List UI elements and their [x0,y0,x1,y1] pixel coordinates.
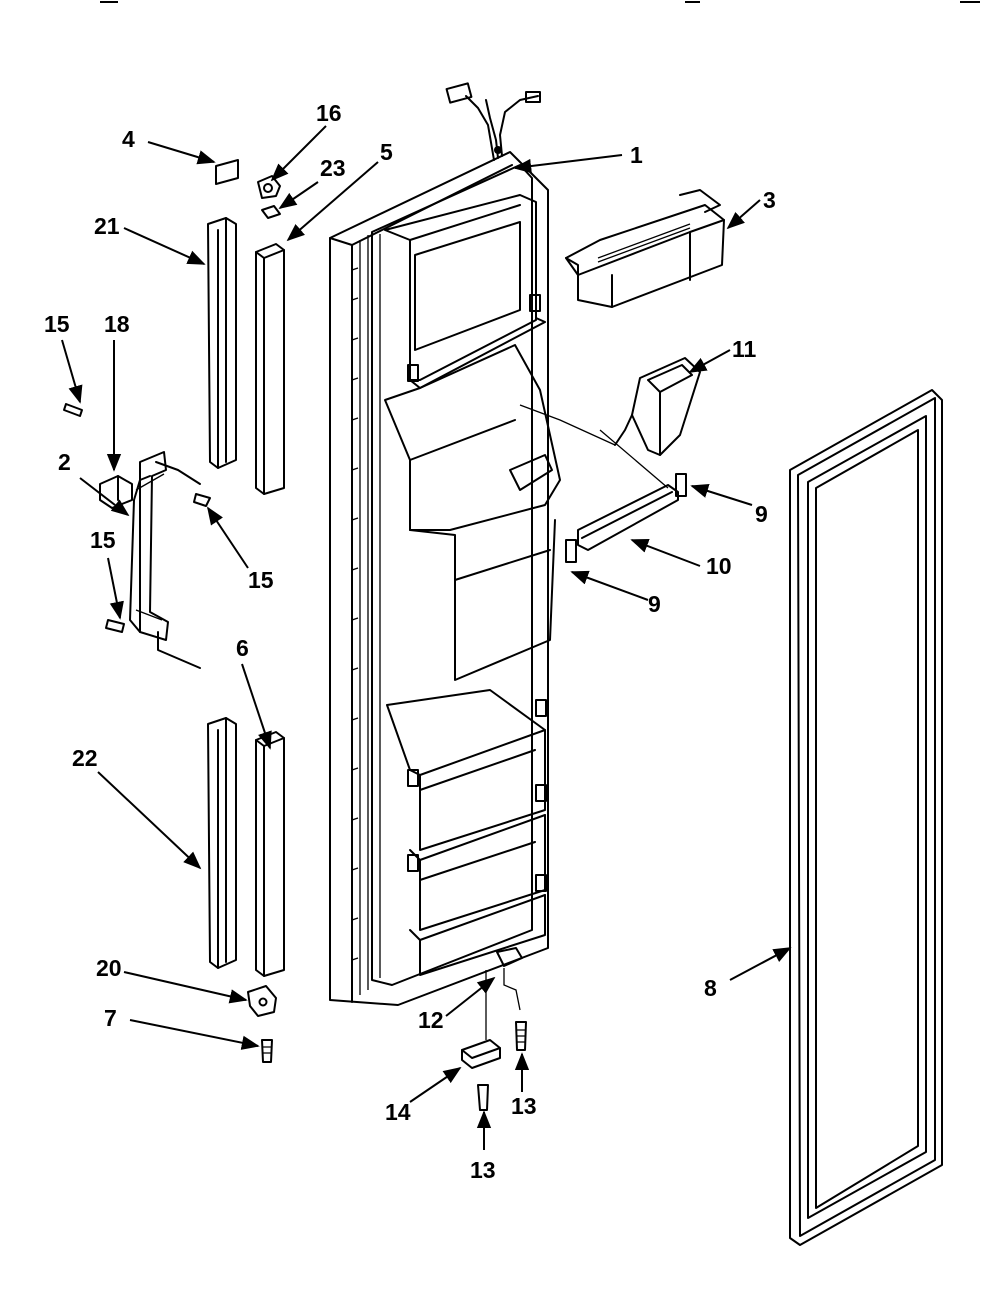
callout-15-upper: 15 [44,311,70,337]
dispenser-trim [565,429,687,563]
left-hardware [63,159,285,1063]
leader-line-10 [630,539,701,567]
leader-line-6 [241,663,272,750]
leader-line-8 [729,947,792,981]
callout-13-bottom: 13 [470,1157,496,1183]
leader-line-16 [270,125,327,182]
leader-line-9a [690,484,753,506]
leader-line-21 [123,227,206,265]
callout-18: 18 [104,311,130,337]
callout-21: 21 [94,213,120,239]
leader-line-7 [129,1019,260,1050]
callout-9-lower: 9 [648,591,661,617]
leader-line-15b [207,506,249,569]
callout-11: 11 [732,336,757,362]
leader-line-15c [107,557,124,620]
callout-14: 14 [385,1099,411,1125]
callout-9-upper: 9 [755,501,768,527]
leader-line-23 [278,181,319,210]
callout-12: 12 [418,1007,444,1033]
leader-line-3 [726,199,761,230]
callout-3: 3 [763,187,776,213]
callout-15-lower: 15 [90,527,116,553]
door-shelf [565,189,725,308]
callout-23: 23 [320,155,346,181]
callout-labels: 1 2 3 4 5 6 7 8 9 9 10 11 12 13 13 14 15… [44,100,776,1183]
leader-lines [61,125,792,1150]
leader-line-4 [147,141,216,165]
callout-6: 6 [236,635,249,661]
callout-10: 10 [706,553,732,579]
callout-8: 8 [704,975,717,1001]
callout-2: 2 [58,449,71,475]
callout-13-right: 13 [511,1093,537,1119]
callout-16: 16 [316,100,342,126]
callout-20: 20 [96,955,122,981]
leader-line-15a [61,339,83,404]
ice-chute [519,357,701,456]
leader-line-22 [97,771,202,870]
leader-line-14 [409,1066,462,1103]
callout-15-right: 15 [248,567,274,593]
leader-line-2 [79,477,130,517]
door-gasket [789,389,943,1246]
door-panel [329,82,561,1006]
bottom-hinge-parts [461,947,527,1111]
callout-7: 7 [104,1005,117,1031]
leader-line-20 [123,971,248,1004]
leader-line-9b [570,570,649,601]
callout-4: 4 [122,126,135,152]
leader-line-1 [513,154,623,174]
leader-line-5 [286,161,379,242]
callout-22: 22 [72,745,98,771]
callout-1: 1 [630,142,643,168]
callout-5: 5 [380,139,393,165]
leader-line-12 [445,976,496,1017]
leader-line-11 [688,349,731,373]
